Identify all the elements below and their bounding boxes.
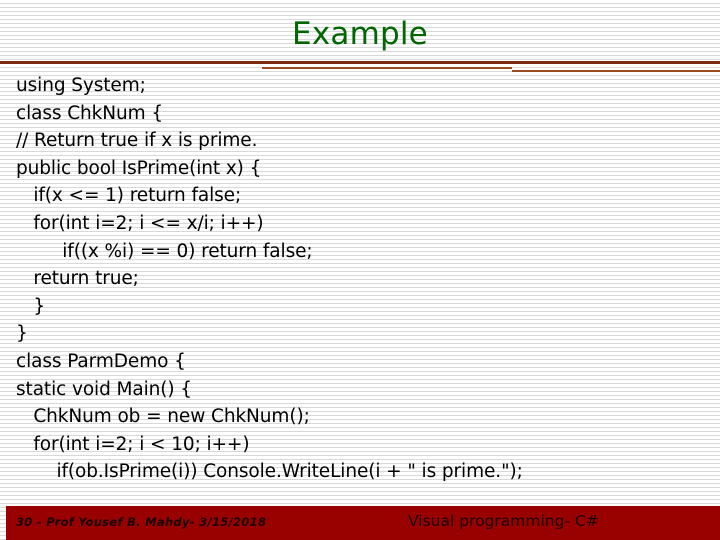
code-line: ChkNum ob = new ChkNum();	[16, 406, 310, 428]
code-line: for(int i=2; i <= x/i; i++)	[16, 212, 264, 234]
footer-author-date: 30 - Prof Yousef B. Mahdy- 3/15/2018	[16, 515, 267, 529]
code-block: using System; class ChkNum { // Return t…	[16, 72, 716, 486]
code-line: }	[16, 323, 28, 345]
footer-course-label: Visual programming- C#	[408, 512, 599, 530]
code-line: using System;	[16, 75, 146, 96]
code-line: }	[16, 295, 46, 317]
title-divider-accent-right	[512, 70, 720, 72]
code-line: class ChkNum {	[16, 102, 163, 124]
page-title: Example	[292, 16, 428, 52]
code-line: if((x %i) == 0) return false;	[16, 240, 313, 262]
code-line: for(int i=2; i < 10; i++)	[16, 433, 250, 455]
code-line: return true;	[16, 268, 139, 290]
code-line: if(ob.IsPrime(i)) Console.WriteLine(i + …	[16, 461, 523, 483]
code-line: // Return true if x is prime.	[16, 130, 258, 152]
title-divider-rule	[0, 61, 720, 64]
code-line: class ParmDemo {	[16, 350, 186, 372]
code-line: public bool IsPrime(int x) {	[16, 157, 262, 179]
slide-title: Example	[0, 14, 720, 58]
code-line: static void Main() {	[16, 378, 192, 400]
title-divider-accent-left	[262, 67, 512, 69]
slide-footer: 30 - Prof Yousef B. Mahdy- 3/15/2018 Vis…	[6, 506, 720, 540]
code-line: if(x <= 1) return false;	[16, 185, 242, 207]
